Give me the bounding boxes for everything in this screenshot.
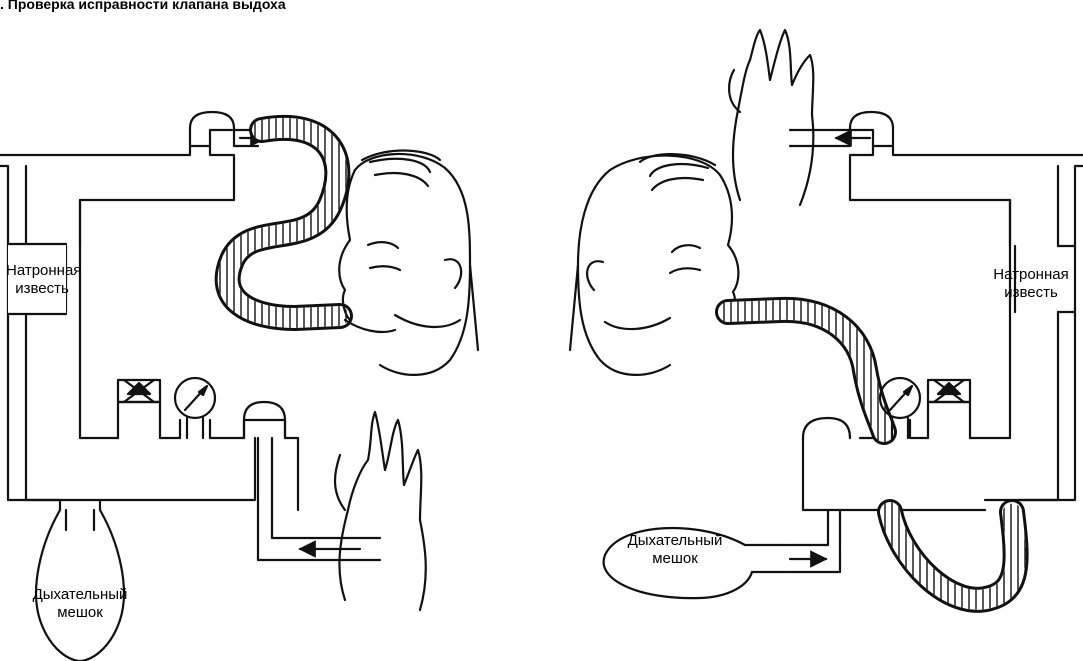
left-patient-head <box>339 151 478 375</box>
left-inspiratory-valve-dome <box>244 402 380 560</box>
left-bag-line2: мешок <box>30 604 130 622</box>
left-soda-lime-label: Натронная известь <box>6 262 78 298</box>
right-soda-lime-line2: известь <box>982 284 1080 302</box>
right-panel <box>570 30 1083 600</box>
left-corrugated-tube <box>228 128 340 318</box>
right-bag-line1: Дыхательный <box>605 532 745 550</box>
left-soda-lime-line2: известь <box>6 280 78 298</box>
right-expiratory-valve-dome <box>790 112 893 146</box>
right-corrugated-tube <box>728 310 884 432</box>
right-absorber-housing <box>803 418 850 438</box>
left-panel <box>0 112 478 661</box>
left-bag-line1: Дыхательный <box>30 586 130 604</box>
left-circuit-frame <box>0 146 298 510</box>
right-patient-head <box>570 154 738 375</box>
right-soda-lime-line1: Натронная <box>982 266 1080 284</box>
right-unidirectional-valve <box>928 380 970 402</box>
right-hand-occluding-port <box>729 30 813 205</box>
right-lower-corrugated-loop <box>890 512 1016 600</box>
right-bag-label: Дыхательный мешок <box>605 532 745 568</box>
left-unidirectional-valve <box>118 380 160 402</box>
right-bag-line2: мешок <box>605 550 745 568</box>
right-soda-lime-label: Натронная известь <box>982 266 1080 302</box>
left-bag-label: Дыхательный мешок <box>30 586 130 622</box>
left-hand-occluding-port <box>335 412 426 610</box>
left-soda-lime-line1: Натронная <box>6 262 78 280</box>
